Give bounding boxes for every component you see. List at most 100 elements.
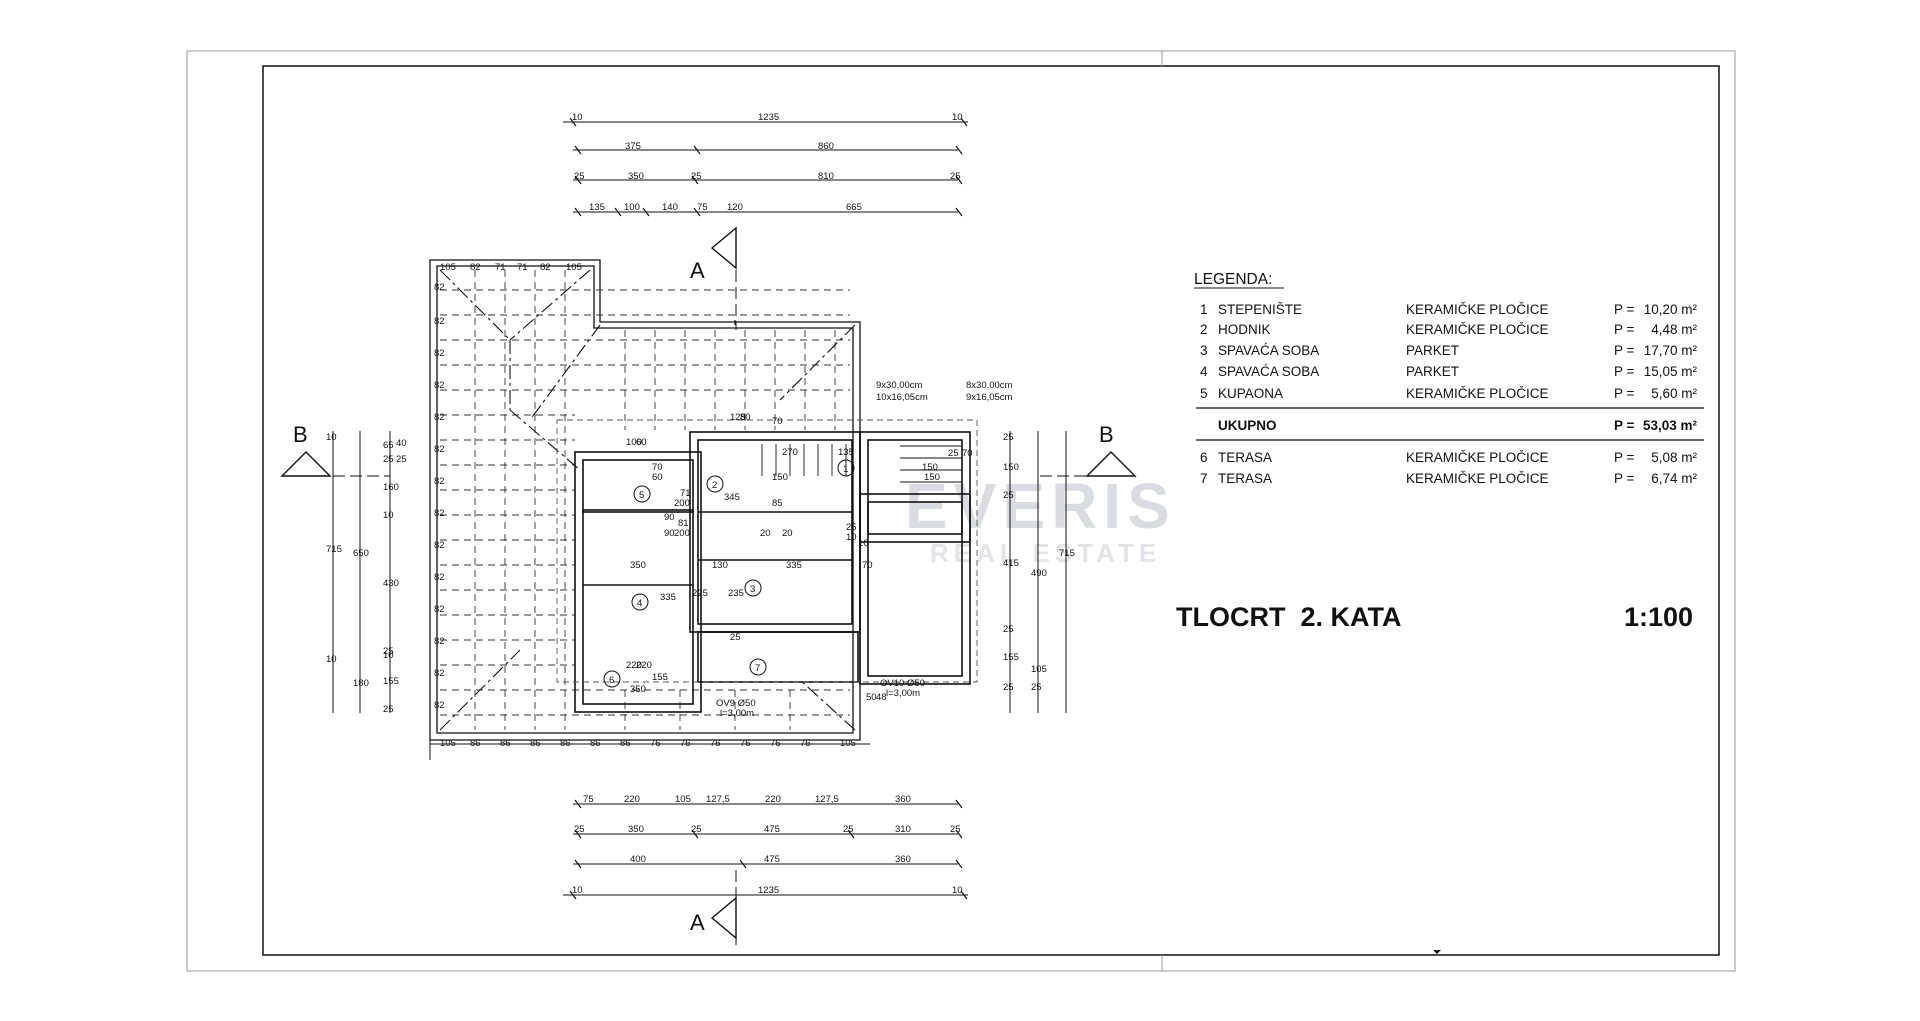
legend: LEGENDA: 1 STEPENIŠTE KERAMIČKE PLOČICE … (1194, 271, 1704, 486)
dim-top4-5: 665 (846, 202, 862, 213)
dim-int-32: 125 (730, 412, 746, 423)
dim-left-outer-2: 10 (326, 654, 337, 665)
dim-right-mid-0: 490 (1031, 568, 1047, 579)
dim-roof-top-2: 71 (495, 262, 506, 273)
dim-int-3: 60 (652, 472, 663, 483)
legend-total-p: P = (1614, 418, 1635, 433)
dim-int-12: 135 (838, 447, 854, 458)
dim-bot4-0: 10 (572, 885, 583, 896)
stair-and-drain-notes: 9x30,00cm 10x16,05cm 8x30,00cm 9x16,05cm… (716, 380, 1013, 719)
section-label-b-left: B (293, 422, 308, 447)
room-number-2: 2 (712, 480, 717, 491)
dim-bot3-1: 475 (764, 854, 780, 865)
room-number-3: 3 (750, 584, 755, 595)
roof-outline (429, 259, 861, 741)
dim-int-7: 81 (678, 518, 689, 529)
dim-roof-bot-7: 76 (650, 738, 661, 749)
dim-int-10: 90 (664, 528, 675, 539)
dim-left-inner-4: 155 (383, 676, 399, 687)
dim-int-38: 70 (862, 560, 873, 571)
dim-bot2-1: 350 (628, 824, 644, 835)
dim-int-0: 100 (626, 437, 642, 448)
dim-roof-bot-10: 76 (740, 738, 751, 749)
dim-top4-0: 135 (589, 202, 605, 213)
legend-row-1-p: P = (1614, 302, 1635, 317)
drain-note-2: l=3,00m (720, 708, 754, 719)
legend-row-5-num: 5 (1200, 386, 1208, 401)
dim-right-inner-1: 150 (1003, 462, 1019, 473)
dim-roof-bot-6: 86 (620, 738, 631, 749)
legend-row-5-material: KERAMIČKE PLOČICE (1406, 386, 1549, 401)
dim-roof-left-10: 82 (434, 604, 445, 615)
dim-bot3-0: 400 (630, 854, 646, 865)
dim-left-inner-3: 25 (383, 646, 394, 657)
section-label-a-top: A (690, 258, 705, 283)
legend-row-2-name: HODNIK (1218, 322, 1271, 337)
dim-int-25: 220 (626, 660, 642, 671)
dim-bot2-5: 310 (895, 824, 911, 835)
legend-total-name: UKUPNO (1218, 418, 1277, 433)
dim-int-5: 200 (674, 498, 690, 509)
dim-roof-left-3: 82 (434, 380, 445, 391)
legend-row-2-material: KERAMIČKE PLOČICE (1406, 322, 1549, 337)
legend-row-1-num: 1 (1200, 302, 1208, 317)
dim-left-outer-0: 715 (326, 544, 342, 555)
dim-right-outer-0: 715 (1059, 548, 1075, 559)
dim-right-inner-3: 415 (1003, 558, 1019, 569)
dim-roof-bot-1: 86 (470, 738, 481, 749)
dim-top3-0: 25 (574, 171, 585, 182)
dim-bot2-3: 475 (764, 824, 780, 835)
drawing-title: TLOCRT 2. KATA (1176, 602, 1401, 632)
section-label-a-bottom: A (690, 910, 705, 935)
dim-roof-left-4: 82 (434, 412, 445, 423)
dim-bot2-4: 25 (843, 824, 854, 835)
dim-roof-top-0: 105 (440, 262, 456, 273)
dim-top2-1: 860 (818, 141, 834, 152)
dim-bot1-2: 105 (675, 794, 691, 805)
legend-row-7-name: TERASA (1218, 471, 1272, 486)
dim-roof-bot-3: 86 (530, 738, 541, 749)
stair-note-1: 9x30,00cm (876, 380, 923, 391)
dim-roof-left-2: 82 (434, 348, 445, 359)
dim-int-36: 10 (858, 538, 869, 549)
legend-row-6-material: KERAMIČKE PLOČICE (1406, 450, 1549, 465)
dim-int-29: 150 (922, 462, 938, 473)
dim-roof-bot-0: 105 (440, 738, 456, 749)
dim-bot1-1: 220 (624, 794, 640, 805)
legend-row-3-num: 3 (1200, 343, 1208, 358)
dimension-ticks (569, 117, 968, 900)
dim-right-inner-6: 25 (1003, 682, 1014, 693)
dim-bot2-0: 25 (574, 824, 585, 835)
legend-row-5-p: P = (1614, 386, 1635, 401)
dim-top4-4: 120 (727, 202, 743, 213)
dim-int-30: 50 (866, 692, 877, 703)
dim-int-34: 70 (772, 416, 783, 427)
dim-left-inner-1: 160 (383, 482, 399, 493)
legend-row-1-name: STEPENIŠTE (1218, 302, 1302, 317)
dim-int-2: 70 (652, 462, 663, 473)
stair-note-4: 9x16,05cm (966, 392, 1013, 403)
legend-row-3-material: PARKET (1406, 343, 1459, 358)
dim-top3-4: 25 (950, 171, 961, 182)
legend-row-7-area: 6,74 m² (1651, 471, 1697, 486)
watermark-brand: EVERIS (905, 470, 1176, 542)
dimension-labels-roof-left: 82 82 82 82 82 82 82 82 82 82 82 82 82 8… (434, 282, 445, 711)
dim-roof-left-0: 82 (434, 282, 445, 293)
dim-int-6: 345 (724, 492, 740, 503)
dim-int-31: 48 (876, 692, 887, 703)
watermark-sub: REAL ESTATE (930, 538, 1161, 568)
dim-roof-bot-11: 76 (770, 738, 781, 749)
drain-note-1: OV9 Ø50 (716, 698, 756, 709)
dim-bot1-3: 127,5 (706, 794, 730, 805)
dim-int-26: 220 (636, 660, 652, 671)
legend-row-1-material: KERAMIČKE PLOČICE (1406, 302, 1549, 317)
dim-roof-bot-8: 76 (680, 738, 691, 749)
dim-int-4: 71 (680, 488, 691, 499)
dim-int-20: 335 (786, 560, 802, 571)
legend-heading: LEGENDA: (1194, 271, 1272, 288)
drain-note-4: l=3,00m (886, 688, 920, 699)
stair-note-3: 8x30,00cm (966, 380, 1013, 391)
dim-int-22: 335 (660, 592, 676, 603)
stair-treads (761, 444, 962, 495)
dim-roof-left-8: 82 (434, 540, 445, 551)
